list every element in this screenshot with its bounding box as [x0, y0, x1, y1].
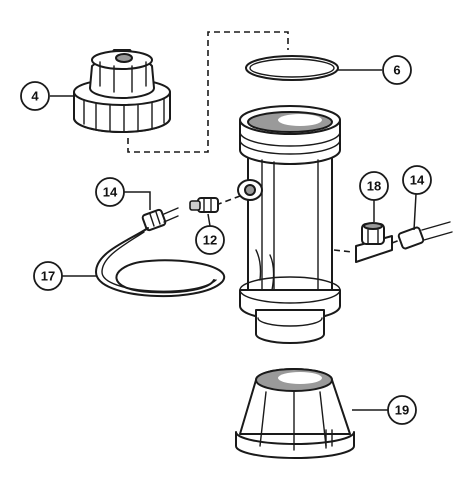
- svg-text:6: 6: [393, 63, 400, 78]
- callout-17: 17: [33, 261, 63, 291]
- callout-19: 19: [387, 395, 417, 425]
- part-main-body: [237, 105, 341, 344]
- leader-14b: [413, 193, 417, 231]
- leader-12: [207, 213, 211, 227]
- svg-text:19: 19: [395, 403, 409, 418]
- svg-text:14: 14: [103, 185, 118, 200]
- svg-text:14: 14: [410, 173, 425, 188]
- part-check-valve: [333, 222, 393, 263]
- svg-text:4: 4: [31, 89, 39, 104]
- leader-14a: [124, 191, 151, 210]
- part-fitting: [189, 195, 241, 213]
- part-base-stand: [235, 368, 355, 459]
- part-tube-connector-right: [391, 221, 453, 250]
- callout-6: 6: [382, 55, 412, 85]
- callout-14a: 14: [95, 177, 125, 207]
- svg-text:12: 12: [203, 233, 217, 248]
- svg-text:17: 17: [41, 269, 55, 284]
- callout-12: 12: [195, 225, 225, 255]
- part-cap: [73, 49, 171, 133]
- assembly-dashed-line: [127, 31, 289, 153]
- svg-text:18: 18: [367, 179, 381, 194]
- part-tube-coil: [95, 227, 226, 298]
- callout-14b: 14: [402, 165, 432, 195]
- part-tube-connector-left: [141, 207, 179, 232]
- callout-18: 18: [359, 171, 389, 201]
- callout-4: 4: [20, 81, 50, 111]
- part-o-ring: [245, 55, 339, 81]
